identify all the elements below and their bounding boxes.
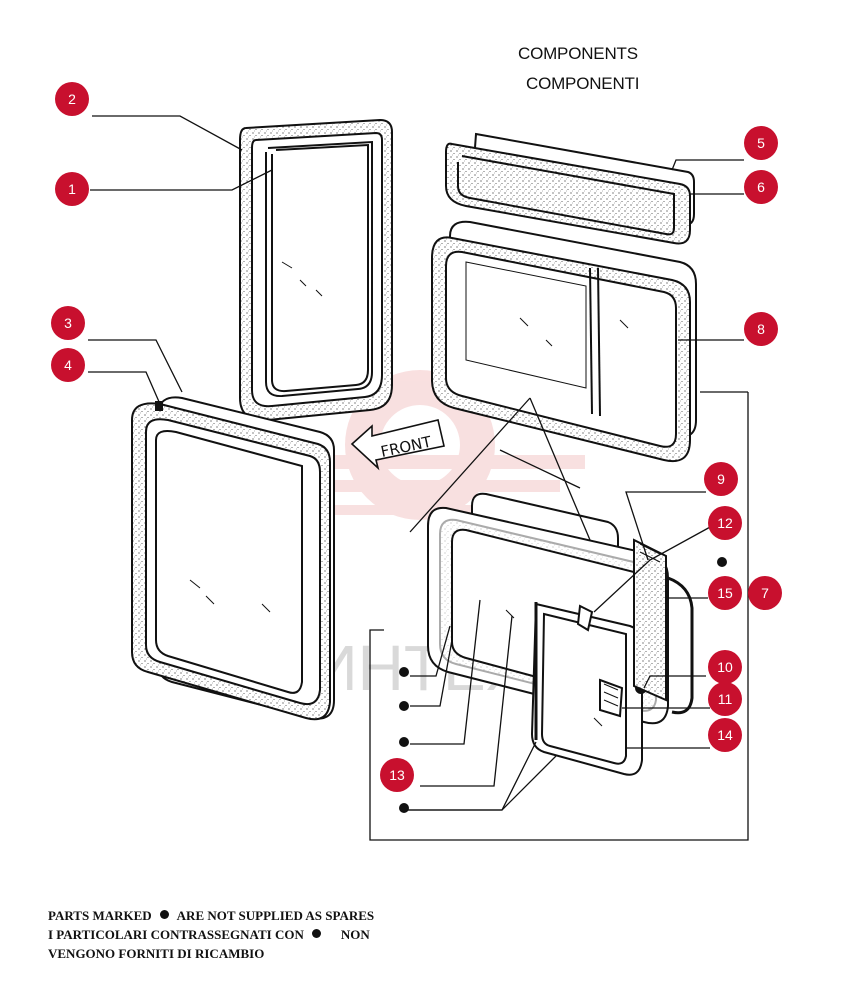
legend-line-2-start: I PARTICOLARI CONTRASSEGNATI CON: [48, 927, 304, 942]
legend-dot-marker: [159, 910, 169, 919]
callout-13: 13: [380, 758, 414, 792]
callout-3: 3: [51, 306, 85, 340]
callout-11: 11: [708, 682, 742, 716]
leader-lines: [88, 115, 749, 841]
title-italian: COMPONENTI: [526, 74, 640, 93]
callout-6: 6: [744, 170, 778, 204]
callout-10: 10: [708, 650, 742, 684]
part-sliding-window-8: [431, 220, 697, 462]
callout-4: 4: [51, 348, 85, 382]
legend-line-2-end: NON: [340, 927, 370, 942]
title-english: COMPONENTS: [518, 44, 638, 63]
legend-line-1-start: PARTS MARKED: [48, 908, 152, 923]
callout-8: 8: [744, 312, 778, 346]
part-lower-assembly: [427, 492, 694, 776]
callout-9: 9: [704, 462, 738, 496]
callout-7: 7: [748, 576, 782, 610]
callout-2: 2: [55, 82, 89, 116]
callout-12: 12: [708, 506, 742, 540]
legend-dot-marker-italian: [311, 929, 321, 938]
part-window-frame-1-2: [239, 118, 393, 422]
callout-14: 14: [708, 718, 742, 752]
legend-line-1: PARTS MARKED ARE NOT SUPPLIED AS SPARES: [48, 906, 374, 925]
part-blind-rail-5-6: [445, 132, 695, 245]
spares-legend: PARTS MARKED ARE NOT SUPPLIED AS SPARES I…: [48, 906, 374, 963]
legend-line-3: VENGONO FORNITI DI RICAMBIO: [48, 946, 265, 961]
part-window-frame-3-4: [131, 396, 335, 721]
legend-line-1-end: ARE NOT SUPPLIED AS SPARES: [176, 908, 375, 923]
legend-line-2: I PARTICOLARI CONTRASSEGNATI CON NON: [48, 925, 374, 944]
callout-15: 15: [708, 576, 742, 610]
callout-1: 1: [55, 172, 89, 206]
not-supplied-markers: [399, 557, 727, 813]
callout-5: 5: [744, 126, 778, 160]
